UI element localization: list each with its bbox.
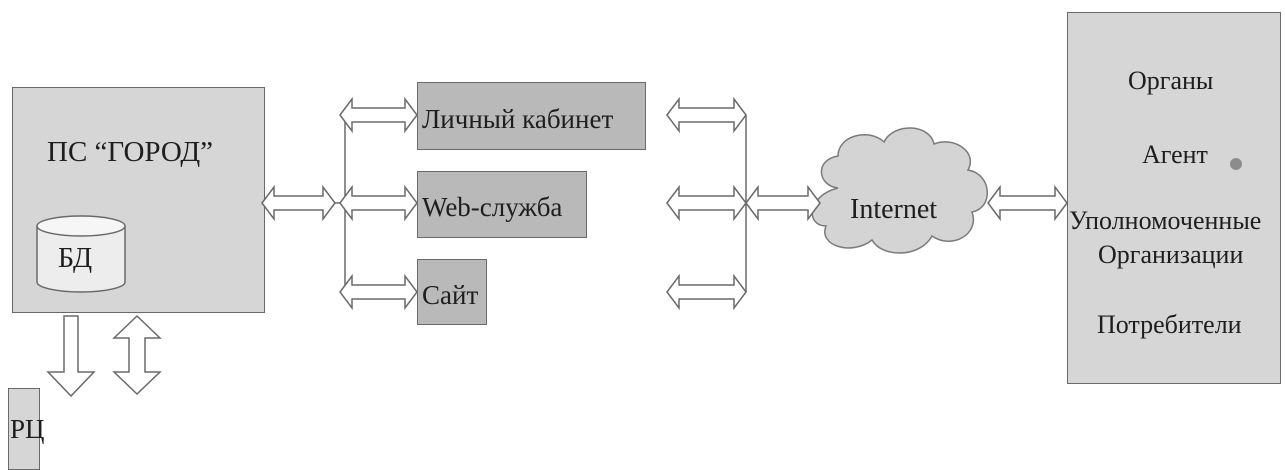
arrow-system-to-tree bbox=[261, 184, 336, 222]
service-box-web-service: Web-служба bbox=[417, 171, 587, 238]
marker-dot-icon bbox=[1230, 158, 1242, 170]
rc-label: РЦ bbox=[10, 414, 45, 444]
recipient-organizations: Организации bbox=[1098, 240, 1244, 269]
internet-label: Internet bbox=[850, 194, 938, 225]
recipient-organs: Органы bbox=[1128, 66, 1214, 95]
recipient-agent: Агент bbox=[1142, 140, 1208, 169]
arrow-personal-cabinet-to-tree bbox=[666, 96, 747, 134]
arrow-bidirectional-vertical bbox=[112, 314, 162, 396]
arrow-down-to-rc bbox=[46, 315, 96, 398]
arrow-tree-to-internet bbox=[745, 184, 821, 222]
arrow-site-to-tree bbox=[666, 273, 747, 311]
service-label: Личный кабинет bbox=[422, 104, 614, 134]
arrow-web-service-to-tree bbox=[666, 184, 747, 222]
recipient-authorized: Уполномоченные bbox=[1069, 206, 1262, 235]
arrow-tree-to-web-service bbox=[339, 184, 418, 222]
db-label: БД bbox=[58, 243, 93, 274]
service-box-personal-cabinet: Личный кабинет bbox=[417, 82, 646, 150]
system-title: ПС “ГОРОД” bbox=[47, 136, 214, 168]
arrow-tree-to-personal-cabinet bbox=[339, 96, 418, 134]
internet-cloud-icon bbox=[811, 127, 989, 254]
arrow-internet-to-recipients bbox=[987, 184, 1068, 222]
recipient-consumers: Потребители bbox=[1097, 310, 1242, 339]
database-icon bbox=[36, 215, 126, 293]
rc-box: РЦ bbox=[8, 388, 45, 470]
arrow-tree-to-site bbox=[339, 273, 418, 311]
recipients-box bbox=[1067, 12, 1281, 384]
service-label: Web-служба bbox=[422, 192, 563, 222]
service-label: Сайт bbox=[422, 280, 479, 310]
